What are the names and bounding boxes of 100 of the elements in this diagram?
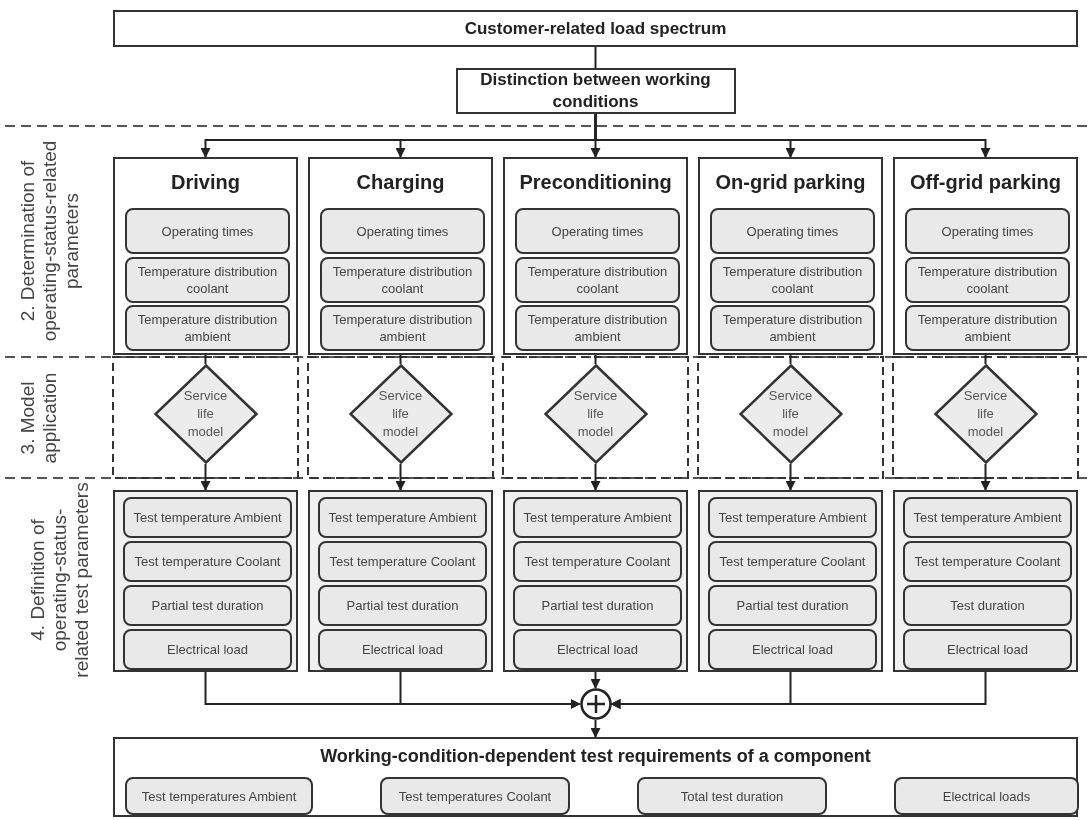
connector-arrow xyxy=(399,671,581,709)
parameter-text: Test temperature Ambient xyxy=(718,509,867,526)
parameter-box xyxy=(125,777,313,815)
parameter-text: Test temperature Ambient xyxy=(913,509,1062,526)
parameter-box xyxy=(515,257,680,303)
parameter-box xyxy=(318,497,487,538)
diamond-text: Service life model xyxy=(962,387,1009,441)
parameter-text: Partial test duration xyxy=(736,597,849,614)
parameter-text: Test temperature Ambient xyxy=(328,509,477,526)
parameter-box xyxy=(903,629,1072,670)
parameter-box xyxy=(905,305,1070,351)
parameter-text: Test temperatures Coolant xyxy=(398,787,552,805)
parameter-box xyxy=(125,208,290,254)
box-title: Charging xyxy=(355,170,446,195)
parameter-text: Test temperature Coolant xyxy=(524,553,671,570)
diamond-text: Service life model xyxy=(572,387,619,441)
parameter-box xyxy=(125,305,290,351)
connector-arrow xyxy=(590,463,601,491)
connector-arrow xyxy=(610,671,987,709)
connector-arrow xyxy=(590,671,601,689)
parameter-text: Operating times xyxy=(356,222,449,240)
parameter-box xyxy=(318,541,487,582)
process-box xyxy=(455,68,736,114)
box-title: Off-grid parking xyxy=(908,170,1063,195)
box-title: Working-condition-dependent test requirements of a component xyxy=(319,745,872,768)
parameter-text: Electrical load xyxy=(167,641,248,658)
parameter-text: Temperature distribution ambient xyxy=(136,311,279,345)
parameter-box xyxy=(903,541,1072,582)
parameter-box xyxy=(123,541,292,582)
connector-arrow xyxy=(590,719,601,738)
decision-diamond xyxy=(933,364,1038,464)
parameter-text: Temperature distribution ambient xyxy=(721,311,864,345)
parameter-text: Temperature distribution coolant xyxy=(526,263,669,297)
parameter-text: Test temperature Coolant xyxy=(329,553,476,570)
parameter-text: Temperature distribution ambient xyxy=(526,311,669,345)
parameter-box xyxy=(905,257,1070,303)
parameter-box xyxy=(320,208,485,254)
parameter-text: Electrical load xyxy=(752,641,833,658)
phase-box xyxy=(893,157,1078,355)
parameter-text: Temperature distribution ambient xyxy=(916,311,1059,345)
phase-box xyxy=(308,157,493,355)
parameter-box xyxy=(710,305,875,351)
parameter-text: Partial test duration xyxy=(541,597,654,614)
parameter-box xyxy=(123,585,292,626)
parameter-box xyxy=(515,305,680,351)
parameter-box xyxy=(708,541,877,582)
parameter-box xyxy=(708,585,877,626)
parameter-text: Test temperature Ambient xyxy=(133,509,282,526)
parameter-text: Temperature distribution coolant xyxy=(331,263,474,297)
parameter-box xyxy=(710,257,875,303)
box-title: Preconditioning xyxy=(518,170,673,195)
parameter-box xyxy=(123,497,292,538)
diamond-text: Service life model xyxy=(377,387,424,441)
phase-box xyxy=(503,157,688,355)
parameter-text: Temperature distribution ambient xyxy=(331,311,474,345)
parameter-text: Operating times xyxy=(941,222,1034,240)
parameter-box xyxy=(123,629,292,670)
box-text: Customer-related load spectrum xyxy=(464,17,727,40)
parameter-box xyxy=(318,629,487,670)
parameter-text: Test temperature Coolant xyxy=(914,553,1061,570)
parameter-box xyxy=(903,585,1072,626)
parameter-box xyxy=(318,585,487,626)
connector-arrow xyxy=(980,463,991,491)
connector-arrow xyxy=(785,463,796,491)
decision-diamond xyxy=(153,364,258,464)
parameter-text: Total test duration xyxy=(680,787,784,805)
diamond-text: Service life model xyxy=(767,387,814,441)
parameter-text: Electrical loads xyxy=(942,787,1031,805)
decision-diamond xyxy=(543,364,648,464)
decision-diamond xyxy=(738,364,843,464)
phase-box xyxy=(698,157,883,355)
parameter-text: Electrical load xyxy=(557,641,638,658)
result-box xyxy=(113,737,1078,817)
parameter-box xyxy=(380,777,570,815)
parameter-box xyxy=(513,629,682,670)
parameter-box xyxy=(894,777,1079,815)
parameter-text: Electrical load xyxy=(947,641,1028,658)
parameter-text: Partial test duration xyxy=(346,597,459,614)
parameter-text: Operating times xyxy=(746,222,839,240)
parameter-box xyxy=(513,585,682,626)
parameter-text: Test temperature Ambient xyxy=(523,509,672,526)
process-box xyxy=(113,10,1078,47)
parameter-text: Temperature distribution coolant xyxy=(136,263,279,297)
parameter-box xyxy=(708,497,877,538)
box-title: On-grid parking xyxy=(714,170,867,195)
parameter-box xyxy=(513,541,682,582)
parameter-box xyxy=(708,629,877,670)
parameter-box xyxy=(320,305,485,351)
parameter-text: Temperature distribution coolant xyxy=(916,263,1059,297)
section-label: 2. Determination of operating-status-related parameters xyxy=(17,139,83,344)
box-title: Driving xyxy=(170,170,241,195)
connector-arrow xyxy=(594,113,991,158)
diamond-text: Service life model xyxy=(182,387,229,441)
parameter-box xyxy=(513,497,682,538)
parameter-text: Test duration xyxy=(950,597,1025,614)
section-label: 4. Definition of operating-status-related test parameters xyxy=(27,481,93,680)
phase-box xyxy=(113,157,298,355)
parameter-text: Temperature distribution coolant xyxy=(721,263,864,297)
sum-circle xyxy=(579,688,612,720)
connector-arrow xyxy=(200,463,211,491)
